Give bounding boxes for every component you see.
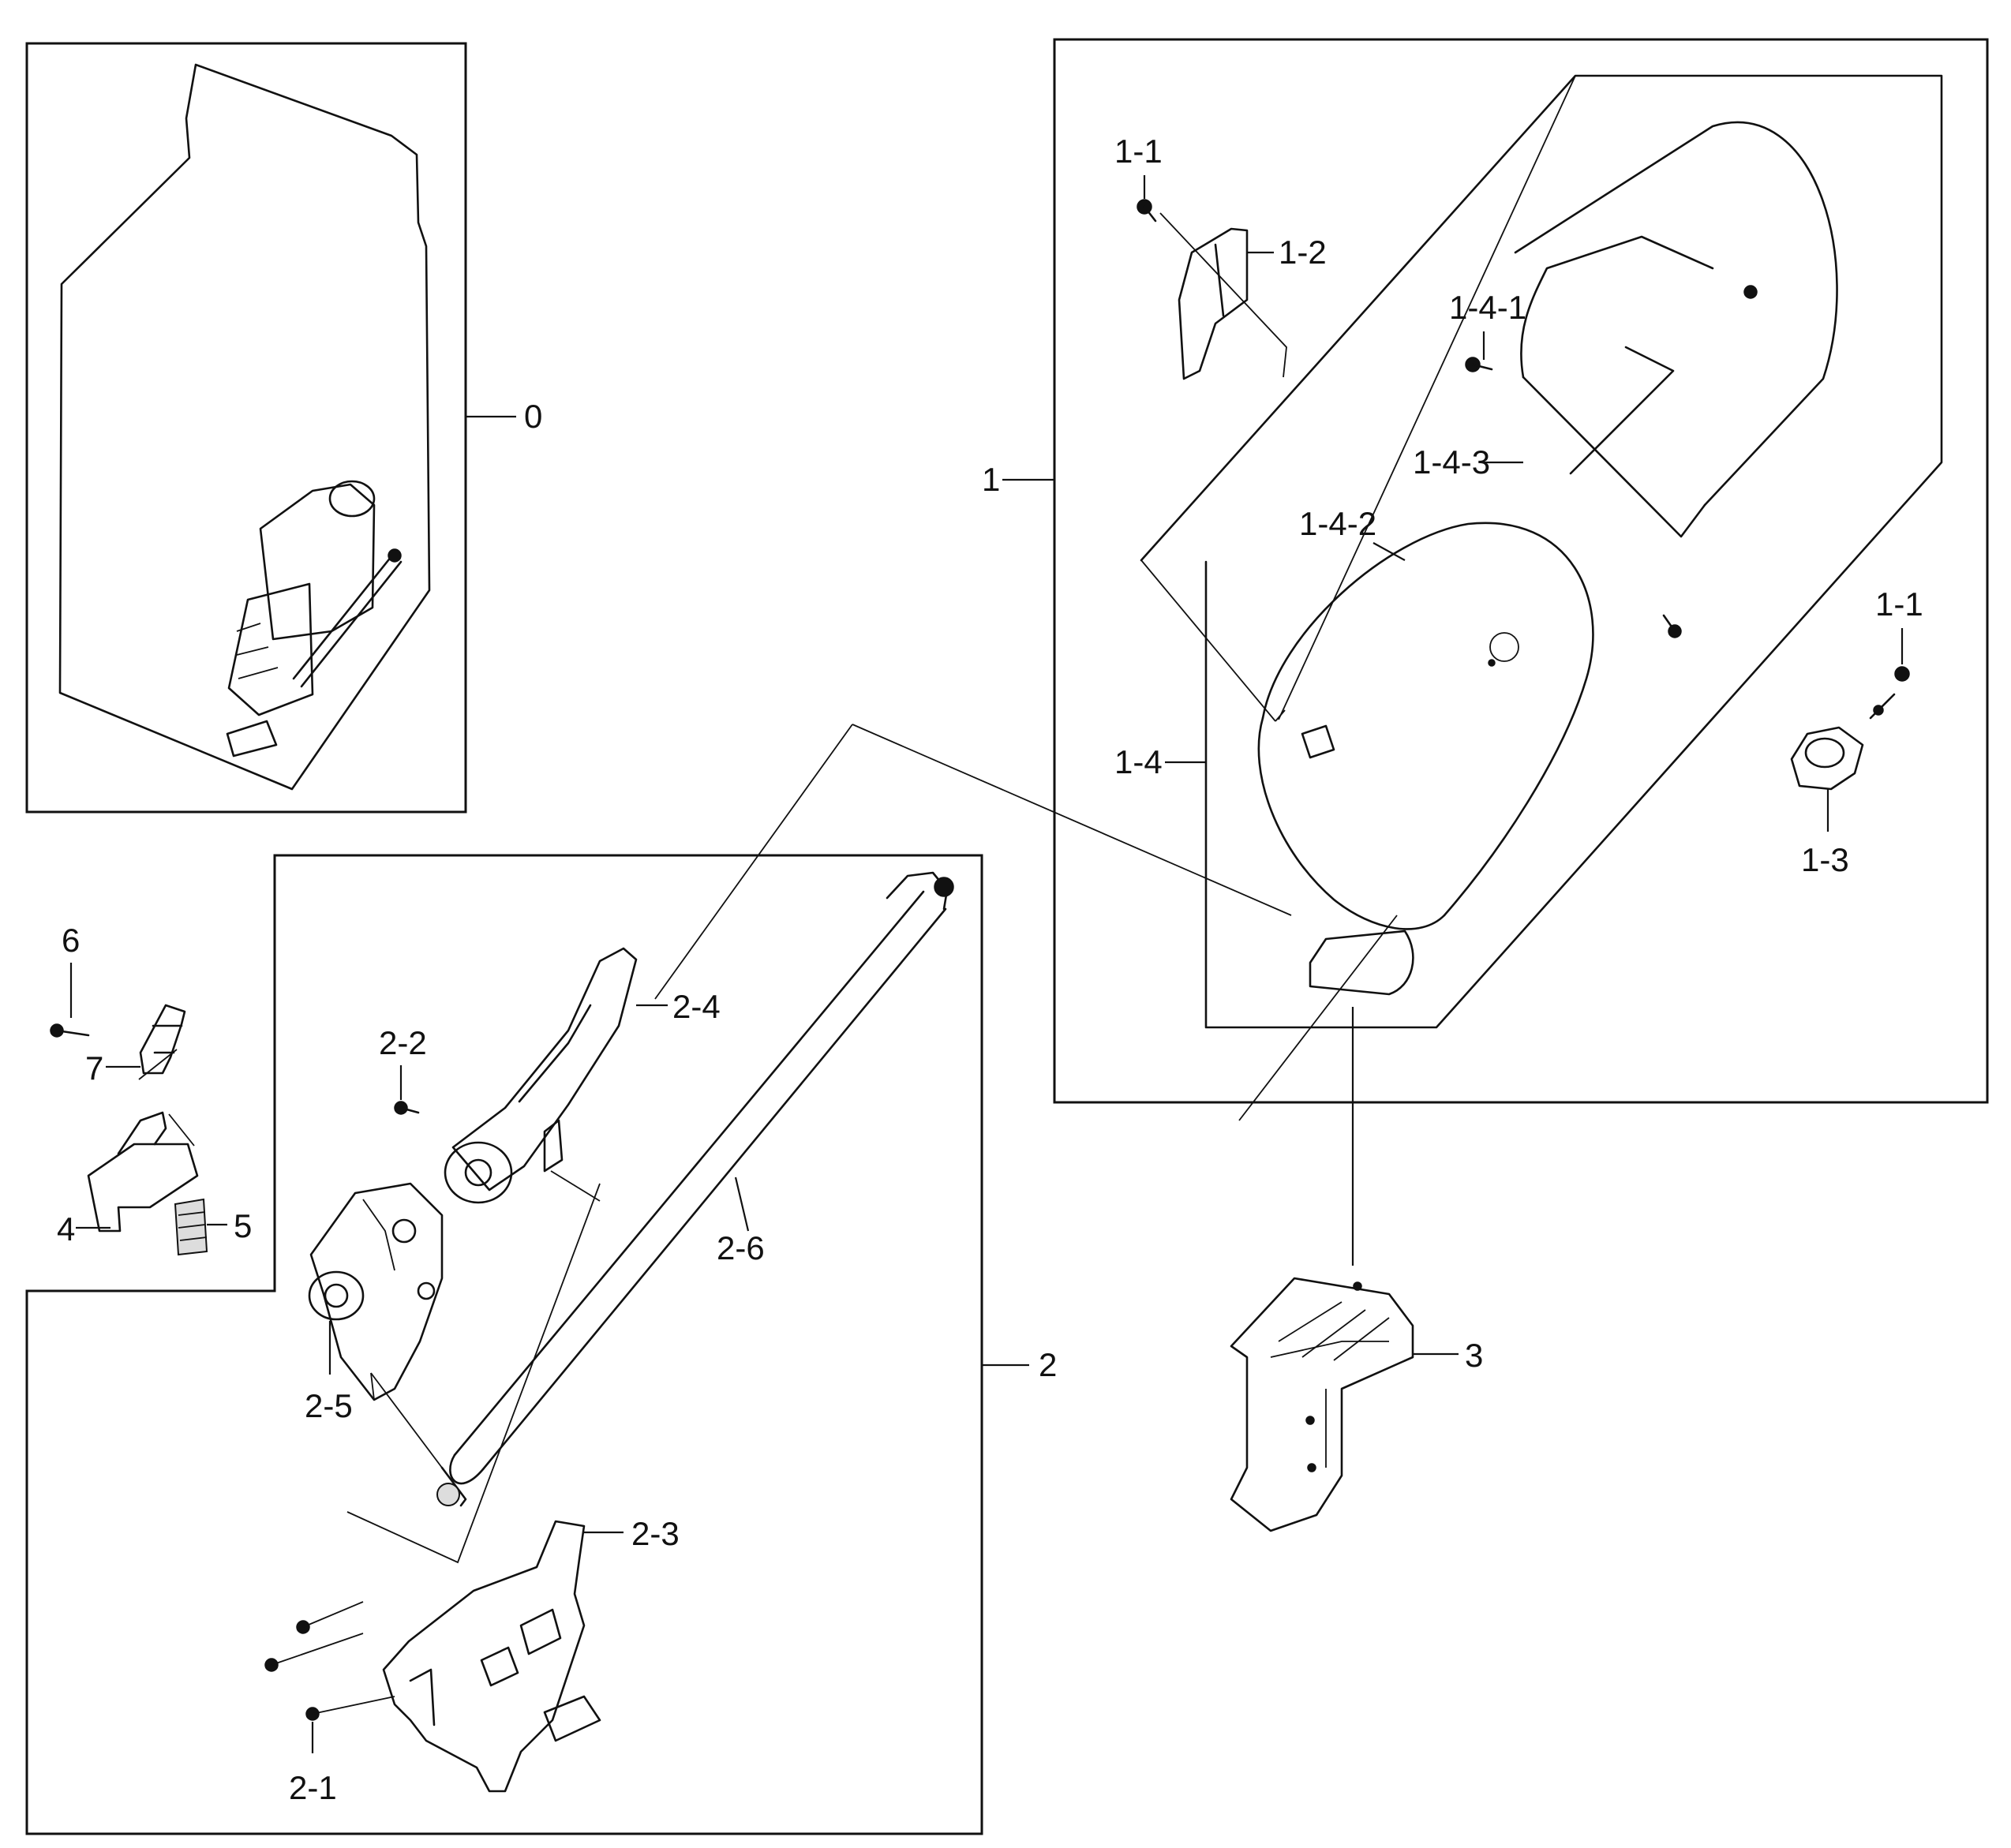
callout-1-3-label: 1-3	[1801, 841, 1849, 878]
callout-1-2-label: 1-2	[1279, 234, 1327, 271]
callout-2-6: 2-6	[717, 1177, 765, 1266]
callout-7-label: 7	[85, 1049, 103, 1087]
screw-2-2: 2-2	[379, 1024, 427, 1115]
callout-2-1-label: 2-1	[289, 1769, 337, 1806]
screw-1-4-1: 1-4-1	[1449, 289, 1526, 372]
callout-3: 3	[1413, 1337, 1483, 1374]
callout-1-4-2: 1-4-2	[1299, 505, 1406, 561]
callout-1-1-top-label: 1-1	[1114, 133, 1163, 170]
callout-1-4-label: 1-4	[1114, 743, 1163, 780]
callout-2-3: 2-3	[582, 1515, 680, 1552]
holder-4	[87, 1111, 199, 1233]
callout-0: 0	[466, 398, 542, 435]
callout-2-6-label: 2-6	[717, 1229, 765, 1266]
panel-assembly-overview	[25, 42, 467, 814]
callout-1-4-1-label: 1-4-1	[1449, 289, 1526, 326]
filter-5	[174, 1198, 208, 1256]
bracket-2-3	[264, 1183, 601, 1793]
gas-valve-2-5	[308, 1182, 444, 1401]
callout-2-5-label: 2-5	[305, 1387, 353, 1424]
callout-1-4: 1-4	[1114, 743, 1206, 780]
callout-2-label: 2	[1039, 1346, 1057, 1383]
callout-1-4-3: 1-4-3	[1413, 443, 1523, 481]
callout-2-5: 2-5	[305, 1321, 353, 1424]
callout-4: 4	[57, 1210, 110, 1248]
callout-2-1: 2-1	[289, 1722, 337, 1806]
callout-1: 1	[982, 461, 1054, 498]
panel-gas-valve-assembly	[25, 724, 1292, 1835]
callout-1-1-right: 1-1	[1875, 585, 1923, 664]
callout-5-label: 5	[234, 1207, 252, 1244]
bracket-3	[1230, 1277, 1414, 1532]
screw-6: 6	[50, 922, 90, 1038]
callout-1-1-top: 1-1	[1114, 133, 1163, 199]
callout-6-label: 6	[62, 922, 80, 959]
callout-1-2: 1-2	[1247, 234, 1327, 271]
callout-1-1-right-label: 1-1	[1875, 585, 1923, 623]
callout-7: 7	[85, 1049, 140, 1087]
bracket-7	[138, 1004, 186, 1080]
callout-1-label: 1	[982, 461, 1000, 498]
callout-2-2-label: 2-2	[379, 1024, 427, 1061]
callout-5: 5	[207, 1207, 252, 1244]
igniter-tube-2-6	[370, 871, 954, 1507]
callout-2-4-label: 2-4	[672, 988, 721, 1025]
callout-2: 2	[982, 1346, 1057, 1383]
callout-4-label: 4	[57, 1210, 75, 1248]
callout-1-4-2-label: 1-4-2	[1299, 505, 1376, 542]
drum-screws	[1662, 285, 1758, 638]
callout-1-3: 1-3	[1801, 789, 1849, 878]
callout-3-label: 3	[1465, 1337, 1483, 1374]
sensor-1-3	[1790, 666, 1910, 791]
panel-burner-housing	[1053, 38, 1989, 1121]
callout-0-label: 0	[524, 398, 542, 435]
callout-1-4-3-label: 1-4-3	[1413, 443, 1490, 481]
burner-tube-2-4	[444, 947, 638, 1204]
bracket-1-2	[1137, 199, 1287, 380]
callout-2-3-label: 2-3	[631, 1515, 680, 1552]
callout-2-4: 2-4	[636, 988, 721, 1025]
